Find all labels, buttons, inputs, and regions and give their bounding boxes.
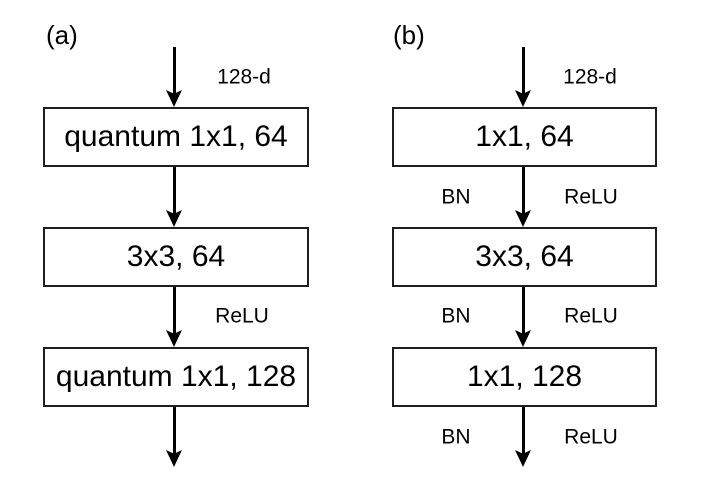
bn-label-b-2: BN: [441, 304, 471, 328]
conv-box-a-3: quantum 1x1, 128: [43, 347, 309, 407]
arrow-shaft: [521, 407, 525, 455]
arrow-b-1: [515, 167, 531, 227]
conv-box-a-1: quantum 1x1, 64: [43, 107, 309, 167]
conv-box-a-2: 3x3, 64: [43, 227, 309, 287]
input-dim-label-a: 128-d: [217, 65, 271, 89]
arrow-shaft: [521, 47, 525, 95]
arrow-shaft: [521, 167, 525, 215]
relu-label-a: ReLU: [215, 304, 269, 328]
arrow-shaft: [172, 47, 176, 95]
input-dim-label-b: 128-d: [563, 65, 617, 89]
bn-label-b-3: BN: [441, 425, 471, 449]
arrow-shaft: [172, 407, 176, 455]
arrow-b-output: [515, 407, 531, 467]
arrow-b-2: [515, 287, 531, 347]
arrow-a-output: [166, 407, 182, 467]
arrow-shaft: [521, 287, 525, 335]
conv-box-b-3: 1x1, 128: [392, 347, 657, 407]
conv-box-b-1: 1x1, 64: [392, 107, 657, 167]
panel-b-label: (b): [393, 20, 425, 50]
panel-a-label: (a): [46, 20, 78, 50]
arrow-b-input: [515, 47, 531, 107]
bn-label-b-1: BN: [441, 185, 471, 209]
conv-box-b-2: 3x3, 64: [392, 227, 657, 287]
arrow-a-input: [166, 47, 182, 107]
arrow-a-1: [166, 167, 182, 227]
arrow-shaft: [172, 167, 176, 215]
relu-label-b-2: ReLU: [564, 304, 618, 328]
arrow-a-2: [166, 287, 182, 347]
relu-label-b-1: ReLU: [564, 185, 618, 209]
relu-label-b-3: ReLU: [564, 425, 618, 449]
arrow-shaft: [172, 287, 176, 335]
